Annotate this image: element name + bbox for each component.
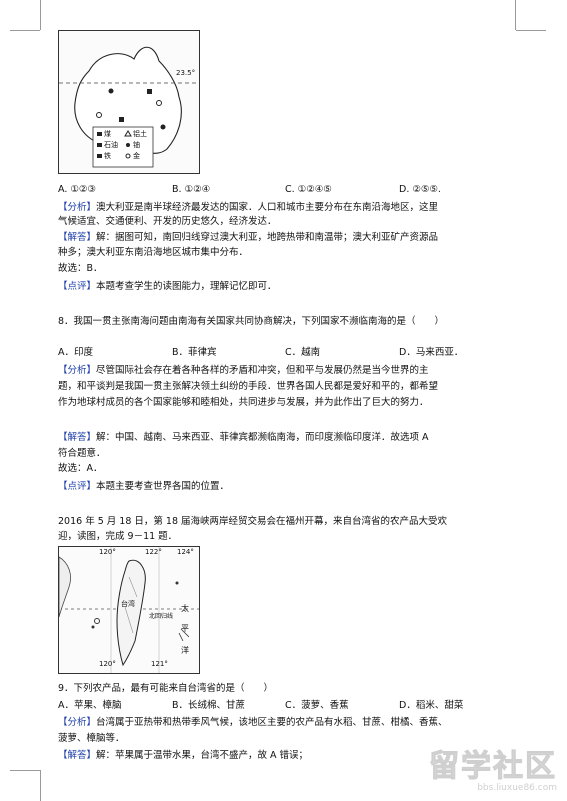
crop-mark: [40, 770, 41, 801]
map-label: 124°: [177, 548, 194, 556]
answer-text: 解：中国、越南、马来西亚、菲律宾都濒临南海，而印度濒临印度洋．故选项 A: [96, 432, 429, 443]
legend-item: 铀: [133, 141, 140, 149]
answer-line: 符合题意．: [58, 448, 106, 459]
watermark-url: bbs.liuxue86.com: [477, 783, 557, 793]
analysis-tag: 【分析】: [58, 365, 97, 376]
map-label: 120°: [99, 660, 116, 668]
option: C．越南: [285, 347, 321, 358]
crop-mark: [10, 30, 40, 31]
analysis-text: 尽管国际社会存在着各种各样的矛盾和冲突，但和平与发展仍然是当今世界的主: [96, 365, 429, 376]
taiwan-map: 120° 122° 124° 台湾 太 平 洋 北回归线 120° 121°: [58, 546, 200, 674]
map-label: 洋: [181, 646, 189, 655]
crop-mark: [10, 770, 40, 771]
map-label: 台湾: [121, 600, 135, 608]
option: D．稻米、甜菜: [399, 700, 464, 711]
option: B．菲律宾: [172, 347, 217, 358]
analysis-text: 台湾属于亚热带和热带季风气候，该地区主要的农产品有水稻、甘蔗、柑橘、香蕉、: [96, 717, 448, 728]
map-label: 太: [181, 604, 189, 613]
option: D. ②⑤⑤.: [399, 184, 441, 195]
analysis-line: 【分析】台湾属于亚热带和热带季风气候，该地区主要的农产品有水稻、甘蔗、柑橘、香蕉…: [58, 716, 448, 730]
option: B. ①②④: [172, 184, 211, 195]
crop-mark: [515, 0, 516, 30]
intro-line: 迎，读图，完成 9－11 题．: [58, 531, 178, 542]
analysis-tag: 【分析】: [58, 717, 97, 728]
analysis-line: 菠萝、樟脑等．: [58, 733, 125, 744]
question-stem: 9．下列农产品，最有可能来自台湾省的是（ ）: [58, 683, 274, 694]
choice-line: 故选：B．: [58, 263, 103, 274]
crop-mark: [516, 30, 546, 31]
watermark-logo: 留学社区: [429, 749, 557, 784]
analysis-line: 作为地球村成员的各个国家能够和睦相处，共同进步与发展，并为此作出了巨大的努力．: [58, 397, 429, 408]
question-stem: 8．我国一贯主张南海问题由南海有关国家共同协商解决，下列国家不濒临南海的是（ ）: [58, 316, 445, 327]
option: D．马来西亚．: [399, 347, 464, 358]
analysis-line: 【分析】澳大利亚是南半球经济最发达的国家．人口和城市主要分布在东南沿海地区，这里: [58, 201, 438, 215]
map-label: 120°: [99, 548, 116, 556]
analysis-line: 气候适宜、交通便利、开发的历史悠久，经济发达．: [58, 216, 277, 227]
answer-tag: 【解答】: [58, 750, 97, 761]
comment-text: 本题主要考查世界各国的位置．: [96, 481, 230, 492]
answer-text: 解：据图可知，南回归线穿过澳大利亚，地跨热带和南温带；澳大利亚矿产资源品: [96, 232, 439, 243]
option: A．苹果、樟脑: [58, 700, 122, 711]
legend-item: 金: [133, 152, 140, 160]
watermark: 留学社区 bbs.liuxue86.com: [429, 749, 558, 793]
comment-text: 本题考查学生的读图能力，理解记忆即可．: [96, 281, 277, 292]
analysis-line: 题，和平谈判是我国一贯主张解决领土纠纷的手段．世界各国人民都是爱好和平的，都希望: [58, 381, 439, 392]
australia-map: 23.5° 煤 石油 铁 铝土 铀 金: [58, 30, 200, 174]
analysis-text: 澳大利亚是南半球经济最发达的国家．人口和城市主要分布在东南沿海地区，这里: [96, 202, 439, 213]
legend-item: 煤: [104, 130, 111, 138]
crop-mark: [40, 0, 41, 30]
legend-item: 石油: [104, 141, 118, 149]
option: C. ①②④⑤: [285, 184, 332, 195]
map-label: 121°: [151, 660, 168, 668]
tropic-label: 23.5°: [176, 69, 196, 77]
legend-item: 铝土: [133, 130, 147, 138]
answer-line: 【解答】解：中国、越南、马来西亚、菲律宾都濒临南海，而印度濒临印度洋．故选项 A: [58, 431, 429, 445]
taiwan-map-figure: [59, 547, 199, 673]
map-label: 平: [181, 624, 189, 633]
analysis-tag: 【分析】: [58, 202, 97, 213]
option: B．长绒棉、甘蔗: [172, 700, 246, 711]
comment-line: 【点评】本题主要考查世界各国的位置．: [58, 480, 229, 494]
answer-tag: 【解答】: [58, 232, 97, 243]
map-label: 北回归线: [149, 613, 174, 620]
comment-tag: 【点评】: [58, 281, 97, 292]
analysis-line: 【分析】尽管国际社会存在着各种各样的矛盾和冲突，但和平与发展仍然是当今世界的主: [58, 364, 429, 378]
comment-tag: 【点评】: [58, 481, 97, 492]
option: A. ①②③: [58, 184, 96, 195]
choice-line: 故选：A．: [58, 463, 103, 474]
answer-line: 种多；澳大利亚东南沿海地区城市集中分布．: [58, 247, 249, 258]
comment-line: 【点评】本题考查学生的读图能力，理解记忆即可．: [58, 280, 277, 294]
answer-text: 解：苹果属于温带水果，台湾不盛产，故 A 错误；: [96, 750, 309, 761]
answer-line: 【解答】解：据图可知，南回归线穿过澳大利亚，地跨热带和南温带；澳大利亚矿产资源品: [58, 231, 438, 245]
option: C．菠萝、香蕉: [285, 700, 349, 711]
answer-tag: 【解答】: [58, 432, 97, 443]
map-label: 122°: [145, 548, 162, 556]
legend-item: 铁: [104, 152, 111, 160]
intro-line: 2016 年 5 月 18 日，第 18 届海峡两岸经贸交易会在福州开幕，来自台…: [58, 516, 448, 527]
answer-line: 【解答】解：苹果属于温带水果，台湾不盛产，故 A 错误；: [58, 749, 308, 763]
australia-map-figure: [59, 46, 199, 168]
option: A．印度: [58, 347, 93, 358]
